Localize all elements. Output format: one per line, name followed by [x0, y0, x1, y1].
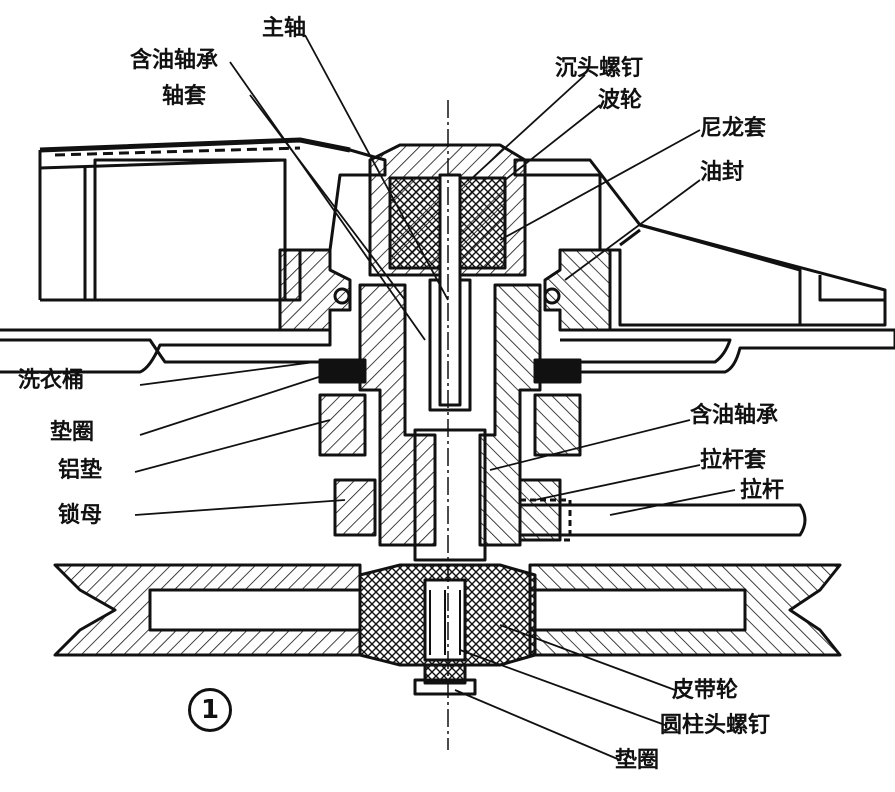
leader-oil-bearing-top	[229, 61, 426, 341]
leader-pulsator	[504, 104, 601, 181]
bottom-screw-head	[423, 663, 467, 685]
leader-countersunk-screw	[469, 74, 586, 181]
label-pull-rod: 拉杆	[740, 478, 785, 503]
aluminum-pad-left	[318, 393, 367, 457]
label-oil-bearing-top: 含油轴承	[130, 48, 219, 73]
leader-lock-nut	[134, 499, 346, 516]
leader-cheese-head-screw	[459, 649, 666, 726]
label-oil-bearing-bottom: 含油轴承	[690, 403, 779, 428]
label-pulsator: 波轮	[598, 88, 643, 113]
label-shaft-sleeve: 轴套	[162, 84, 207, 109]
gasket-block-right	[533, 358, 582, 384]
leader-shaft-sleeve	[249, 94, 406, 301]
shaft-sleeve-right	[478, 283, 542, 547]
label-countersunk-screw: 沉头螺钉	[555, 56, 644, 81]
leader-pull-rod	[609, 489, 736, 516]
shaft-lower	[413, 428, 487, 562]
label-aluminum-pad: 铝垫	[58, 458, 103, 483]
label-wash-tub: 洗衣桶	[18, 368, 85, 393]
tub-housing-right	[513, 158, 887, 327]
label-lock-nut: 锁母	[58, 503, 103, 528]
label-nylon-sleeve: 尼龙套	[700, 116, 767, 141]
main-shaft-core	[438, 173, 462, 407]
aluminum-pad-right	[533, 393, 582, 457]
belt-pulley	[53, 563, 842, 667]
oil-seal-spring-left	[333, 287, 351, 305]
label-oil-seal: 油封	[700, 160, 745, 185]
label-gasket-top: 垫圈	[50, 420, 95, 445]
lock-nut-right	[518, 478, 562, 542]
leader-oil-bearing-bottom	[489, 419, 691, 471]
gasket-block-left	[318, 358, 367, 384]
label-pull-rod-sleeve: 拉杆套	[700, 448, 767, 473]
leader-aluminum-pad	[134, 419, 331, 473]
leader-oil-seal	[564, 179, 701, 281]
label-main-shaft: 主轴	[262, 16, 307, 41]
leader-pull-rod-sleeve	[534, 464, 701, 501]
wash-tub-wall	[0, 328, 895, 374]
seal-housing-left	[278, 248, 352, 332]
leader-nylon-sleeve	[499, 129, 701, 241]
figure-number: 1	[188, 688, 232, 732]
leader-gasket-bottom	[454, 689, 621, 761]
lock-nut-left	[333, 478, 377, 537]
label-cheese-head-screw: 圆柱头螺钉	[660, 713, 771, 738]
leader-gasket-top	[139, 374, 326, 436]
oil-seal-spring-right	[543, 287, 561, 305]
leader-lines	[134, 34, 736, 761]
label-belt-pulley: 皮带轮	[672, 678, 739, 703]
leader-belt-pulley	[499, 624, 676, 691]
label-gasket-bottom: 垫圈	[615, 748, 660, 773]
leader-main-shaft	[304, 34, 449, 301]
seal-housing-right	[543, 248, 612, 332]
pull-rod	[518, 498, 807, 542]
leader-wash-tub	[139, 359, 331, 386]
